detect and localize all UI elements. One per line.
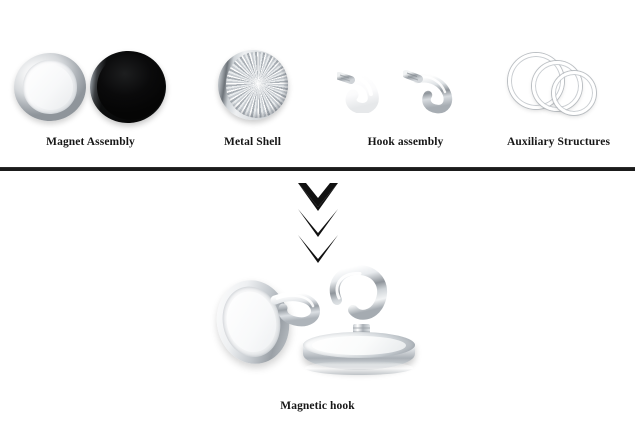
label-magnet-assembly: Magnet Assembly [46,136,135,148]
product-magnetic-hook [205,262,430,392]
hook-white-icon [337,72,379,113]
component-auxiliary-structures [490,35,625,135]
section-divider [0,167,635,171]
assembly-arrows [296,181,340,263]
label-auxiliary-structures: Auxiliary Structures [506,136,611,148]
magnet-disc-silver [11,50,89,124]
label-metal-shell: Metal Shell [224,136,281,148]
product-base-rim [305,361,413,375]
component-hook-assembly [333,35,478,135]
chevron-down-icon-3 [298,235,338,263]
label-hook-assembly: Hook assembly [367,136,444,148]
component-metal-shell [200,35,305,135]
product-base-top-inner [312,336,406,355]
product-base-magnet [303,332,415,380]
hook-chrome-icon [403,70,453,114]
chevron-down-icon-1 [298,183,338,211]
metal-shell-disc [216,48,290,122]
component-magnet-assembly [8,35,173,135]
magnet-disc-black [88,49,168,125]
ring-small [552,71,596,115]
product-left-hook-icon [270,292,320,327]
label-magnetic-hook: Magnetic hook [280,400,355,412]
